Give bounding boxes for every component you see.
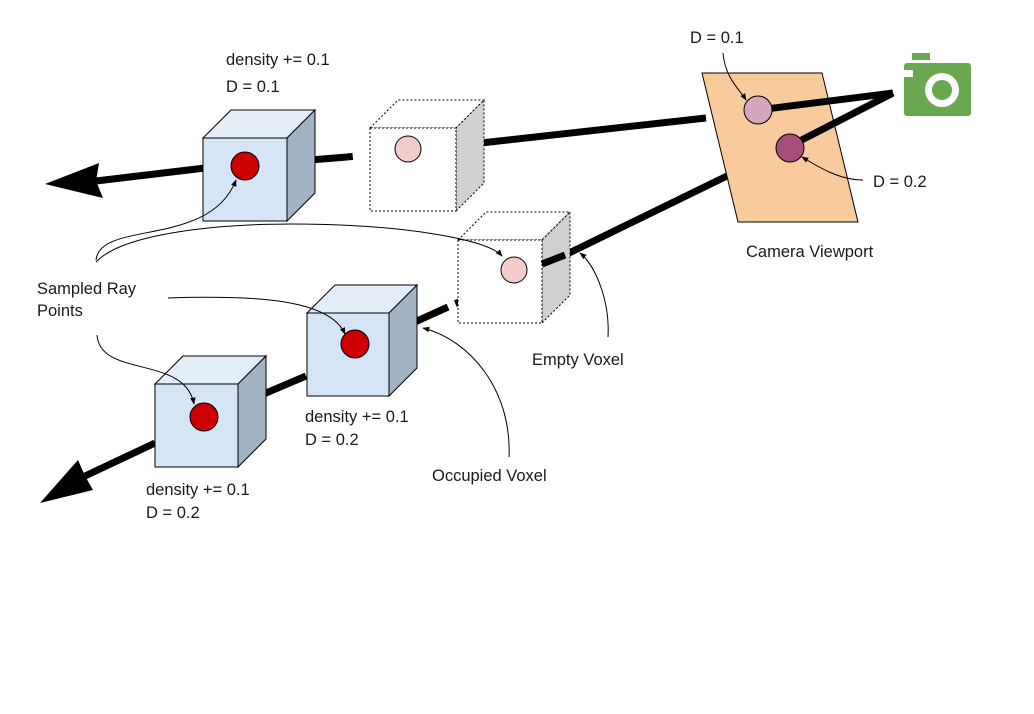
bottom-ray-arrowhead-icon bbox=[40, 460, 93, 503]
top-cube-density-label: density += 0.1 bbox=[226, 51, 330, 69]
cube-front-face bbox=[457, 239, 543, 324]
top-empty-voxel bbox=[368, 98, 486, 213]
viewport-bottom-d-label: D = 0.2 bbox=[873, 173, 927, 191]
empty-sample-point bbox=[500, 256, 528, 284]
viewport-point-bottom bbox=[775, 133, 805, 163]
middle-cube-density-label: density += 0.1 bbox=[305, 408, 409, 426]
top-cube-d-label: D = 0.1 bbox=[226, 78, 280, 96]
callout-leaders bbox=[95, 52, 864, 458]
viewport-point-top bbox=[743, 95, 773, 125]
bottom-cube-density-label: density += 0.1 bbox=[146, 481, 250, 499]
cube-top-face bbox=[456, 211, 572, 241]
camera-icon bbox=[904, 53, 971, 116]
middle-occupied-voxel bbox=[305, 283, 419, 398]
viewport-top-d-label: D = 0.1 bbox=[690, 29, 744, 47]
sampled-ray-points-label-line1: Sampled Ray bbox=[37, 280, 137, 298]
camera-viewport-label: Camera Viewport bbox=[746, 243, 874, 261]
empty-sample-point bbox=[394, 135, 422, 163]
sampled-ray-points-label-line2: Points bbox=[37, 302, 83, 320]
middle-empty-voxel bbox=[456, 210, 572, 325]
sample-point bbox=[189, 402, 219, 432]
bottom-cube-d-label: D = 0.2 bbox=[146, 504, 200, 522]
occupied-voxel-label: Occupied Voxel bbox=[432, 467, 547, 485]
bottom-occupied-voxel bbox=[153, 354, 268, 469]
empty-voxel-label: Empty Voxel bbox=[532, 351, 624, 369]
top-ray-arrowhead-icon bbox=[45, 163, 103, 198]
sample-point bbox=[230, 151, 260, 181]
middle-cube-d-label: D = 0.2 bbox=[305, 431, 359, 449]
sample-point bbox=[340, 329, 370, 359]
